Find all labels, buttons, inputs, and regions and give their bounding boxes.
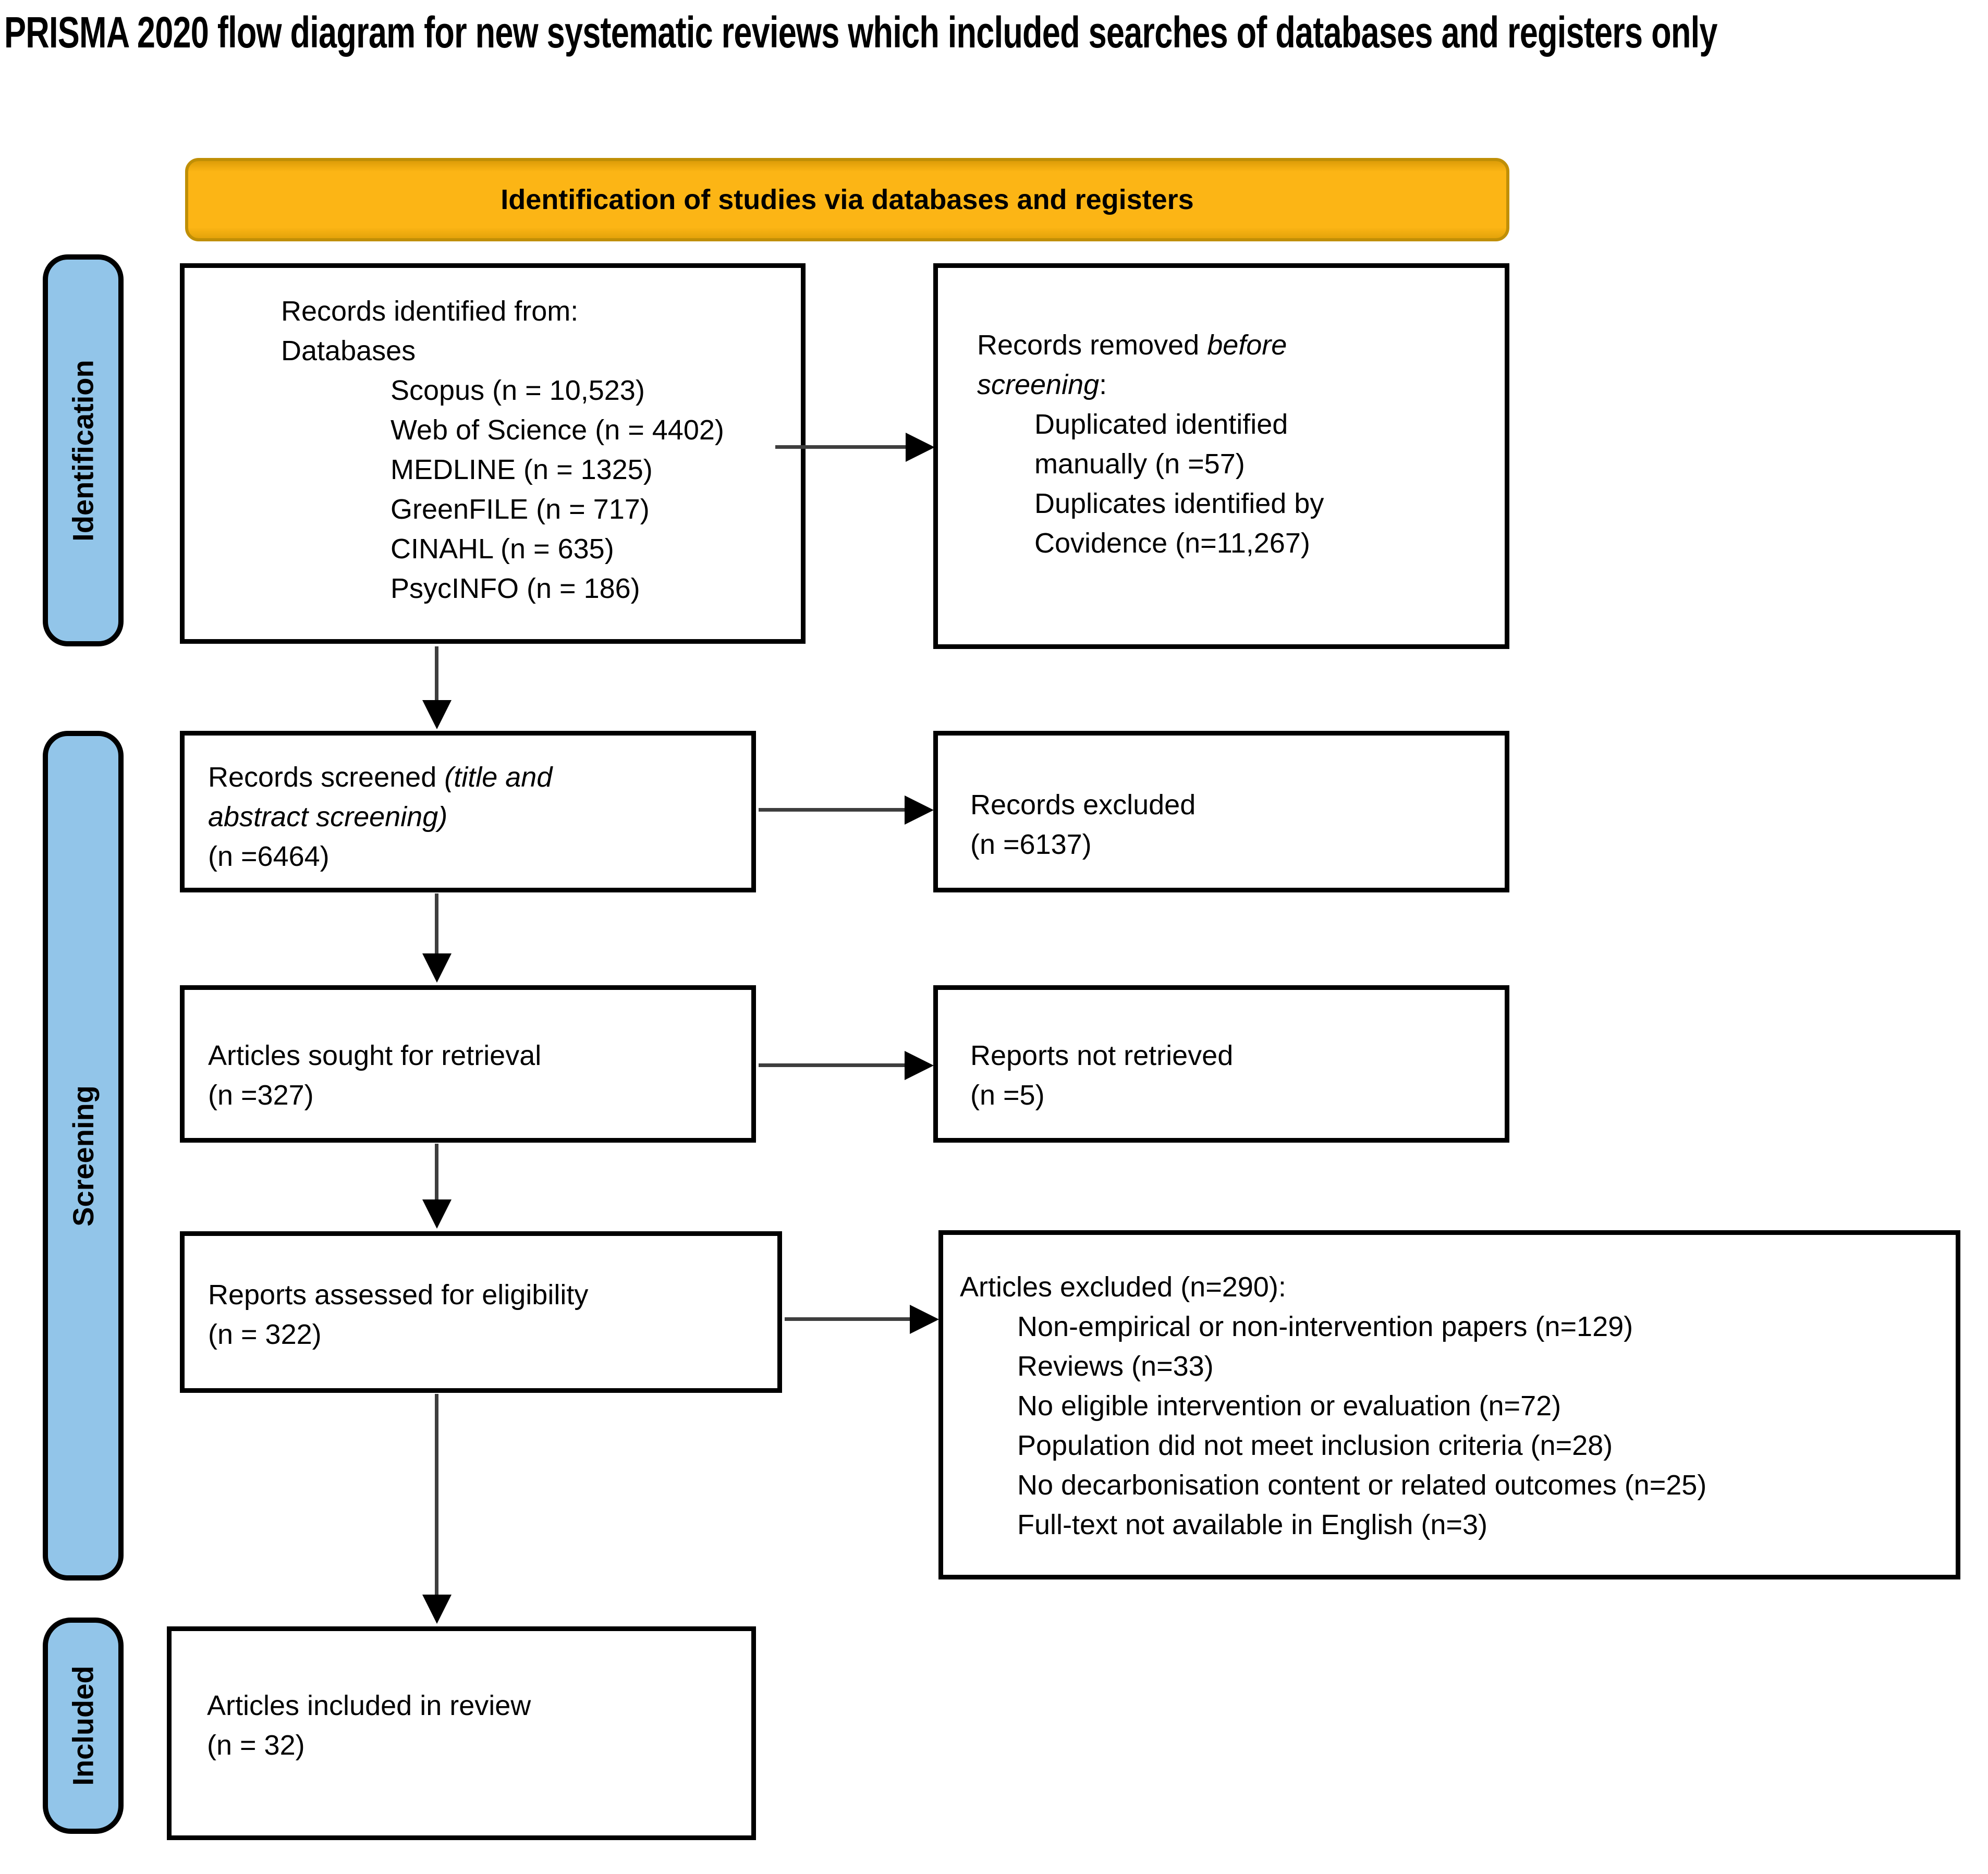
arrow-head-icon xyxy=(910,1305,939,1334)
box-articles-excluded: Articles excluded (n=290):Non-empirical … xyxy=(938,1230,1960,1579)
arrow-head-icon xyxy=(905,1051,934,1080)
arrow-shaft xyxy=(435,646,438,702)
stage-label-included: Included xyxy=(67,1665,100,1786)
arrow-shaft xyxy=(435,893,438,955)
arrow-head-icon xyxy=(422,700,452,729)
identification-banner: Identification of studies via databases … xyxy=(185,158,1509,241)
stage-bar-screening: Screening xyxy=(43,731,124,1581)
stage-label-identification: Identification xyxy=(67,359,100,542)
page-title: PRISMA 2020 flow diagram for new systema… xyxy=(4,8,1717,57)
arrow-head-icon xyxy=(422,1199,452,1229)
arrow-head-icon xyxy=(422,953,452,983)
stage-label-screening: Screening xyxy=(67,1085,100,1227)
stage-bar-included: Included xyxy=(43,1618,124,1834)
arrow-head-icon xyxy=(905,795,934,825)
box-articles-sought-for-retrieval: Articles sought for retrieval(n =327) xyxy=(180,985,756,1143)
banner-label: Identification of studies via databases … xyxy=(501,184,1194,215)
arrow-shaft xyxy=(759,808,907,812)
arrow-head-icon xyxy=(422,1595,452,1624)
arrow-shaft xyxy=(775,445,908,449)
box-reports-not-retrieved: Reports not retrieved(n =5) xyxy=(933,985,1509,1143)
arrow-shaft xyxy=(785,1317,912,1321)
box-articles-included-in-review: Articles included in review(n = 32) xyxy=(167,1626,756,1840)
box-reports-assessed-for-eligibility: Reports assessed for eligibility(n = 322… xyxy=(180,1231,782,1393)
box-records-excluded: Records excluded(n =6137) xyxy=(933,731,1509,892)
arrow-shaft xyxy=(435,1144,438,1201)
stage-bar-identification: Identification xyxy=(43,254,124,646)
arrow-shaft xyxy=(759,1063,907,1067)
arrow-head-icon xyxy=(906,433,935,462)
arrow-shaft xyxy=(435,1394,438,1596)
